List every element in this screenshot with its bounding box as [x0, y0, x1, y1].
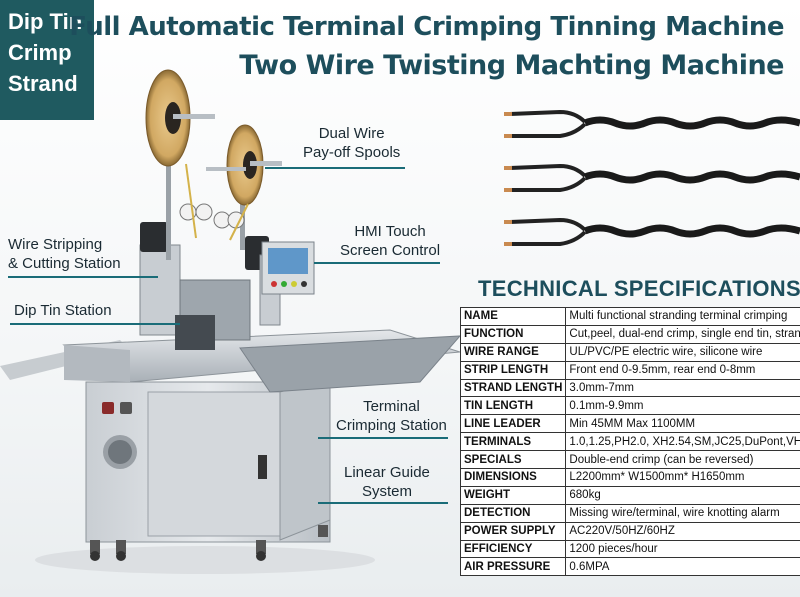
spec-value: AC220V/50HZ/60HZ [565, 521, 800, 541]
spec-value: Cut,peel, dual-end crimp, single end tin… [565, 324, 800, 344]
corner-label-line-1: Dip Tin [8, 9, 83, 34]
page-title-line-2: Two Wire Twisting Machting Machine [239, 50, 784, 81]
callout-dual-wire-leader [265, 167, 405, 169]
twisted-wire-sample-2 [504, 163, 800, 192]
corner-label-line-3: Strand [8, 71, 78, 96]
corner-label-line-2: Crimp [8, 40, 72, 65]
callout-linear-line-1: Linear Guide [344, 464, 430, 481]
spec-value: 3.0mm-7mm [565, 378, 800, 398]
spec-key: DETECTION [459, 503, 567, 523]
callout-hmi-leader [314, 262, 440, 264]
spec-value: Front end 0-9.5mm, rear end 0-8mm [565, 360, 800, 380]
callout-hmi-line-2: Screen Control [340, 242, 441, 259]
spec-value: 1200 pieces/hour [565, 539, 800, 559]
twisted-wire-sample-1 [504, 109, 800, 138]
spec-key: NAME [459, 307, 567, 326]
spec-key: EFFICIENCY [459, 539, 567, 559]
spec-value: 0.6MPA [565, 557, 800, 577]
callout-dip-tin: Dip Tin Station [14, 301, 112, 320]
twisted-wire-sample-3 [504, 217, 800, 246]
callout-terminal-line-1: Terminal [363, 398, 420, 415]
callout-dip-tin-leader [10, 323, 180, 325]
callout-linear-line-2: System [361, 483, 412, 500]
specs-title: TECHNICAL SPECIFICATIONS [478, 276, 800, 301]
twisted-wire-samples [504, 109, 800, 246]
callout-terminal-line-2: Crimping Station [336, 417, 447, 434]
spec-key: AIR PRESSURE [459, 557, 567, 577]
callout-dual-wire: Dual Wire Pay-off Spools [303, 124, 400, 162]
callout-terminal: Terminal Crimping Station [336, 397, 447, 435]
spec-key: POWER SUPPLY [459, 521, 567, 541]
callout-hmi-line-1: HMI Touch [354, 223, 426, 240]
callout-stripping-line-1: Wire Stripping [8, 236, 103, 253]
spec-value: Min 45MM Max 1100MM [565, 414, 800, 434]
callout-hmi: HMI Touch Screen Control [340, 222, 440, 260]
spec-key: TIN LENGTH [459, 396, 567, 416]
spec-value: L2200mm* W1500mm* H1650mm [565, 468, 800, 487]
spec-key: WIRE RANGE [459, 342, 567, 362]
machine-illustration [0, 69, 462, 574]
spec-value: Missing wire/terminal, wire knotting ala… [565, 503, 800, 523]
spec-key: TERMINALS [459, 432, 567, 452]
spec-value: UL/PVC/PE electric wire, silicone wire [565, 342, 800, 362]
spec-key: STRAND LENGTH [459, 378, 567, 398]
callout-stripping-line-2: & Cutting Station [8, 255, 121, 272]
spec-value: 1.0,1.25,PH2.0, XH2.54,SM,JC25,DuPont,VH… [565, 432, 800, 452]
spec-key: FUNCTION [459, 324, 567, 344]
callout-dual-wire-line-2: Pay-off Spools [303, 144, 401, 161]
callout-terminal-leader [318, 437, 448, 439]
spec-key: STRIP LENGTH [459, 360, 567, 380]
page-title-line-1: Full Automatic Terminal Crimping Tinning… [69, 12, 784, 42]
spec-value: 680kg [565, 485, 800, 505]
spec-key: WEIGHT [459, 485, 567, 505]
spec-value: Multi functional stranding terminal crim… [565, 307, 800, 326]
callout-dip-tin-label: Dip Tin Station [14, 302, 112, 319]
corner-label: Dip Tin Crimp Strand [0, 0, 94, 120]
callout-linear-leader [318, 502, 448, 504]
callout-linear: Linear Guide System [344, 463, 430, 501]
spec-key: SPECIALS [459, 450, 567, 470]
spec-key: LINE LEADER [459, 414, 567, 434]
callout-stripping-leader [8, 276, 158, 278]
spec-value: Double-end crimp (can be reversed) [565, 450, 800, 470]
callout-dual-wire-line-1: Dual Wire [318, 125, 385, 142]
spec-key: DIMENSIONS [459, 468, 567, 487]
spec-value: 0.1mm-9.9mm [565, 396, 800, 416]
callout-stripping: Wire Stripping & Cutting Station [8, 235, 121, 273]
